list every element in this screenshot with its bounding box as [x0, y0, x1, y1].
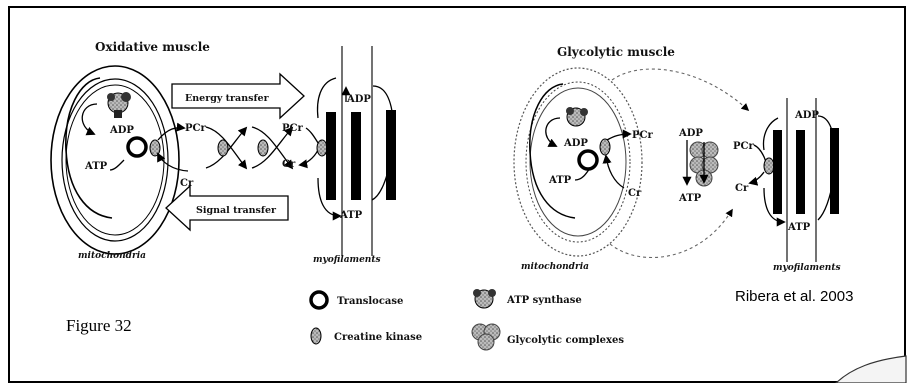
glycolytic-adp-mito: ADP	[563, 138, 588, 149]
creatine-kinase-icon	[600, 139, 610, 155]
oxidative-atp-myo: ATP	[339, 210, 363, 221]
glycolytic-title: Glycolytic muscle	[557, 45, 675, 59]
creatine-kinase-icon	[764, 158, 774, 174]
glycolytic-cr-2: Cr	[735, 183, 749, 194]
oxidative-myofilaments-label: myofilaments	[313, 255, 381, 265]
glycolytic-atp-myo: ATP	[787, 222, 811, 233]
oxidative-myofilaments	[318, 46, 396, 256]
legend-translocase: Translocase	[337, 296, 403, 307]
legend-glycolytic-complexes: Glycolytic complexes	[507, 335, 624, 346]
glycolytic-cr-1: Cr	[628, 188, 642, 199]
glycolytic-pcr-1: PCr	[632, 130, 653, 141]
oxidative-cr-1: Cr	[180, 178, 194, 189]
signal-transfer-label: Signal transfer	[196, 205, 277, 216]
glycolytic-adp-myo: ADP	[794, 110, 819, 121]
creatine-kinase-icon	[258, 140, 268, 156]
legend-glycolytic-complex-icon	[472, 324, 500, 350]
figure-citation: Ribera et al. 2003	[735, 288, 853, 305]
legend-atp-synthase: ATP synthase	[506, 295, 582, 306]
glycolytic-adp-gly: ADP	[678, 128, 703, 139]
oxidative-mitochondria-label: mitochondria	[78, 251, 146, 261]
oxidative-atp-mito: ATP	[84, 161, 108, 172]
oxidative-title: Oxidative muscle	[95, 40, 210, 54]
oxidative-adp-mito: ADP	[109, 125, 134, 136]
atp-synthase-icon	[566, 107, 588, 126]
page-curl-decoration	[836, 356, 906, 383]
oxidative-pcr-1: PCr	[185, 123, 206, 134]
atp-synthase-icon	[107, 92, 131, 118]
oxidative-adp-myo: ADP	[346, 94, 371, 105]
creatine-kinase-icon	[218, 140, 228, 156]
legend-translocase-icon	[311, 292, 327, 308]
oxidative-cr-2: Cr	[282, 159, 296, 170]
energy-transfer-label: Energy transfer	[185, 93, 270, 104]
glycolytic-atp-mito: ATP	[548, 175, 572, 186]
legend-creatine-kinase-icon	[311, 328, 321, 344]
glycolytic-myofilaments-label: myofilaments	[773, 263, 841, 273]
glycolytic-mitochondria-label: mitochondria	[521, 262, 589, 272]
glycolytic-myofilaments	[764, 98, 839, 262]
creatine-kinase-icon	[150, 140, 160, 156]
figure-label: Figure 32	[66, 316, 132, 336]
glycolytic-pcr-2: PCr	[733, 141, 754, 152]
creatine-kinase-icon	[317, 140, 327, 156]
glycolytic-atp-gly: ATP	[678, 193, 702, 204]
translocase-icon	[128, 138, 146, 156]
legend-creatine-kinase: Creatine kinase	[334, 332, 422, 343]
translocase-icon	[579, 151, 597, 169]
legend-atp-synthase-icon	[473, 289, 496, 308]
oxidative-pcr-2: PCr	[282, 123, 303, 134]
